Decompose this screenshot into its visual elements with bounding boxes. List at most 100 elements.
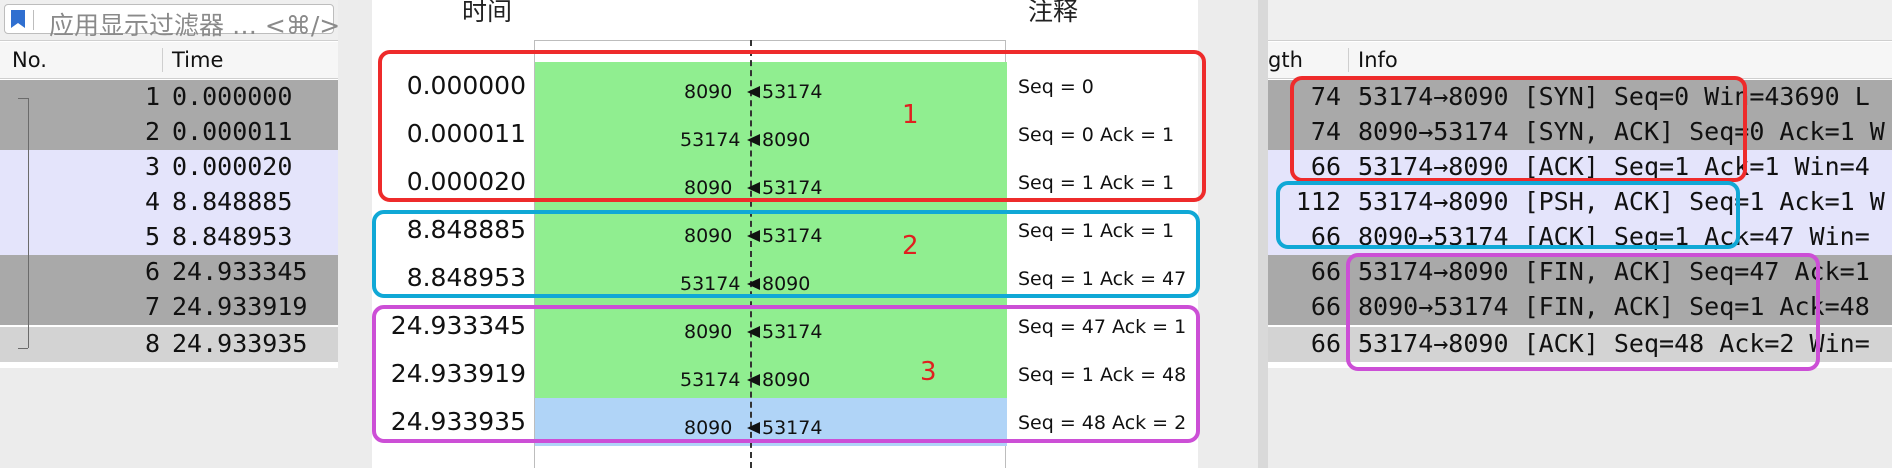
flow-row-bar-selected[interactable] [535, 398, 1007, 446]
packet-length: 66 [1310, 292, 1341, 321]
packet-no: 3 [144, 152, 160, 181]
arrow-left-icon [747, 278, 760, 290]
packet-group-box-3 [1346, 253, 1820, 371]
flow-note: Seq = 1 Ack = 1 [1018, 220, 1175, 242]
arrow-left-icon [747, 374, 760, 386]
conversation-bracket-line [28, 98, 29, 348]
bookmark-icon[interactable] [11, 10, 25, 28]
flow-comment-header: 注释 [1028, 0, 1079, 26]
flow-note: Seq = 1 Ack = 48 [1018, 364, 1187, 386]
packet-info: 53174→8090 [PSH, ACK] Seq=1 Ack=1 W [1358, 187, 1885, 216]
column-time-header[interactable]: Time [172, 48, 224, 72]
arrow-left-icon [747, 134, 760, 146]
flow-right-port: 53174 [762, 321, 823, 343]
packet-time: 24.933935 [172, 329, 308, 358]
flow-note: Seq = 1 Ack = 1 [1018, 172, 1175, 194]
packet-no: 2 [144, 117, 160, 146]
packet-group-box-1 [1290, 76, 1747, 182]
node-lifeline [750, 40, 752, 468]
filter-placeholder: 应用显示过滤器 … <⌘/> [49, 11, 341, 40]
flow-group-box-1 [378, 50, 1206, 202]
flow-left-port: 8090 [684, 177, 733, 199]
packet-no: 6 [144, 257, 160, 286]
packet-info: 53174→8090 [SYN] Seq=0 Win=43690 L [1358, 82, 1870, 111]
flow-right-port: 8090 [762, 369, 811, 391]
flow-time-header: 时间 [462, 0, 513, 26]
packet-time: 0.000000 [172, 82, 293, 111]
flow-group-box-2 [372, 210, 1200, 298]
packet-length: 74 [1310, 82, 1341, 111]
packet-no: 7 [144, 292, 160, 321]
flow-time: 8.848953 [406, 263, 526, 292]
flow-right-port: 53174 [762, 225, 823, 247]
packet-no: 1 [144, 82, 160, 111]
arrow-left-icon [747, 86, 760, 98]
flow-row-bar[interactable] [535, 62, 1007, 110]
column-length-header[interactable]: gth [1268, 48, 1303, 72]
packet-info: 53174→8090 [FIN, ACK] Seq=47 Ack=1 [1358, 257, 1870, 286]
filter-separator [33, 10, 34, 30]
group-label-2: 2 [902, 231, 919, 261]
flow-right-port: 53174 [762, 417, 823, 439]
packet-time: 8.848953 [172, 222, 293, 251]
packet-no: 4 [144, 187, 160, 216]
packet-length: 112 [1295, 187, 1341, 216]
flow-left-port: 53174 [680, 129, 741, 151]
flow-row-bar[interactable] [535, 206, 1007, 254]
flow-left-port: 8090 [684, 321, 733, 343]
arrow-left-icon [747, 422, 760, 434]
flow-group-box-3 [372, 305, 1200, 443]
column-no-header[interactable]: No. [12, 48, 47, 72]
column-divider [162, 48, 163, 72]
packet-length: 66 [1310, 257, 1341, 286]
arrow-left-icon [747, 182, 760, 194]
group-label-3: 3 [920, 357, 937, 387]
packet-time: 24.933919 [172, 292, 308, 321]
arrow-left-icon [747, 230, 760, 242]
packet-info: 53174→8090 [ACK] Seq=48 Ack=2 Win= [1358, 329, 1870, 358]
packet-time: 24.933345 [172, 257, 308, 286]
packet-no: 8 [144, 329, 160, 358]
conversation-bracket-bottom [18, 348, 28, 349]
flow-time: 24.933919 [390, 359, 526, 388]
packet-time: 0.000011 [172, 117, 293, 146]
conversation-bracket-top [18, 98, 28, 99]
packet-length: 66 [1310, 152, 1341, 181]
packet-info: 53174→8090 [ACK] Seq=1 Ack=1 Win=4 [1358, 152, 1870, 181]
packet-info: 8090→53174 [SYN, ACK] Seq=0 Ack=1 W [1358, 117, 1885, 146]
flow-left-port: 53174 [680, 273, 741, 295]
packet-time: 8.848885 [172, 187, 293, 216]
flow-row-bar[interactable] [535, 110, 1007, 158]
dialog-edge [1258, 0, 1268, 468]
flow-right-port: 8090 [762, 273, 811, 295]
flow-time: 24.933935 [390, 407, 526, 436]
arrow-left-icon [747, 326, 760, 338]
flow-time: 0.000020 [406, 167, 526, 196]
flow-time: 24.933345 [390, 311, 526, 340]
flow-time: 0.000000 [406, 71, 526, 100]
flow-left-port: 53174 [680, 369, 741, 391]
flow-note: Seq = 47 Ack = 1 [1018, 316, 1187, 338]
packet-info: 8090→53174 [FIN, ACK] Seq=1 Ack=48 [1358, 292, 1870, 321]
flow-left-port: 8090 [684, 81, 733, 103]
packet-length: 66 [1310, 329, 1341, 358]
flow-time: 8.848885 [406, 215, 526, 244]
flow-row-bar[interactable] [535, 302, 1007, 350]
group-label-1: 1 [902, 100, 919, 130]
packet-time: 0.000020 [172, 152, 293, 181]
flow-left-port: 8090 [684, 417, 733, 439]
packet-group-box-2 [1276, 181, 1740, 249]
flow-note: Seq = 0 Ack = 1 [1018, 124, 1175, 146]
flow-left-port: 8090 [684, 225, 733, 247]
column-divider [1348, 48, 1349, 72]
flow-note: Seq = 0 [1018, 76, 1094, 98]
display-filter-input[interactable]: 应用显示过滤器 … <⌘/> [4, 4, 340, 40]
column-info-header[interactable]: Info [1358, 48, 1398, 72]
flow-row-bar[interactable] [535, 350, 1007, 398]
flow-note: Seq = 48 Ack = 2 [1018, 412, 1187, 434]
flow-note: Seq = 1 Ack = 47 [1018, 268, 1187, 290]
flow-right-port: 53174 [762, 81, 823, 103]
flow-right-port: 8090 [762, 129, 811, 151]
flow-time: 0.000011 [406, 119, 526, 148]
flow-right-port: 53174 [762, 177, 823, 199]
